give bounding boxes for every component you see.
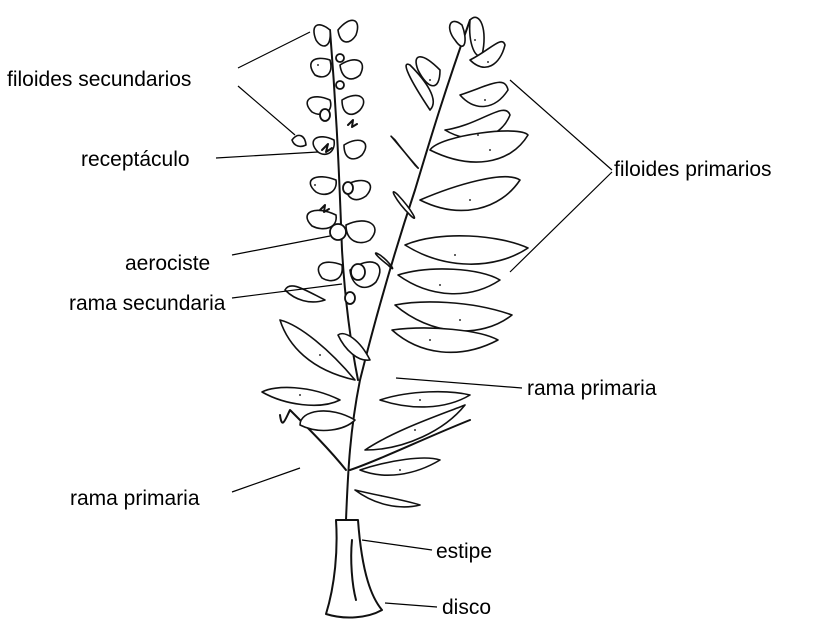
label-receptaculo: receptáculo	[81, 148, 190, 171]
primary-phylloids	[376, 17, 528, 352]
label-estipe: estipe	[436, 540, 492, 563]
label-disco: disco	[442, 596, 491, 619]
label-aerociste: aerociste	[125, 252, 210, 275]
label-rama-secundaria: rama secundaria	[69, 292, 226, 315]
disc-drawing	[326, 520, 382, 617]
receptacles	[292, 120, 357, 212]
label-rama-primaria-left: rama primaria	[70, 487, 200, 510]
leader-lines	[216, 32, 612, 607]
label-filoides-secundarios: filoides secundarios	[7, 68, 191, 91]
label-filoides-primarios: filoides primarios	[614, 158, 772, 181]
label-rama-primaria-right: rama primaria	[527, 377, 657, 400]
stipe-texture	[351, 540, 356, 600]
